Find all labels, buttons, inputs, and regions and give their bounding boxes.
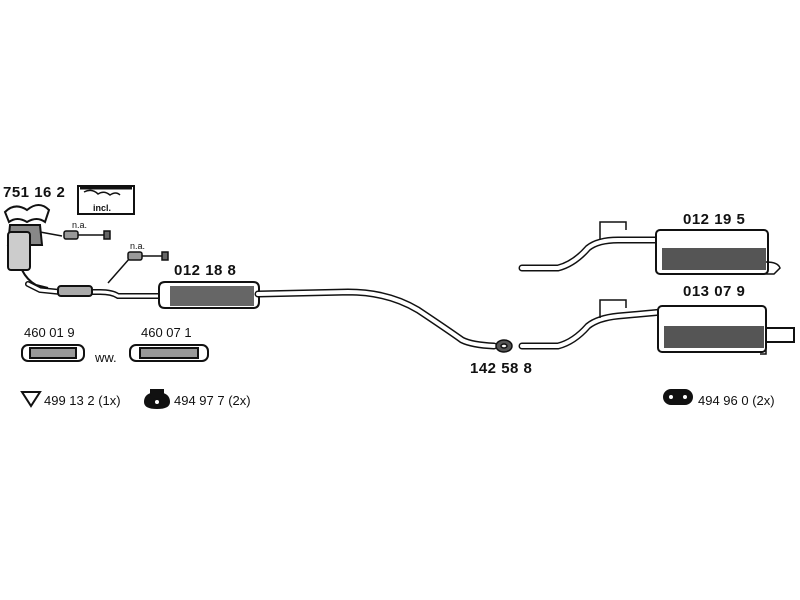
legend-gasket-label: 499 13 2 (1x): [44, 393, 121, 408]
part-number-rear-muffler-a: 012 19 5: [683, 211, 746, 228]
legend-rubber-mount-label: 494 97 7 (2x): [174, 393, 251, 408]
front-pipe-drawing: [25, 281, 171, 299]
rear-pipe-a-drawing: [518, 221, 666, 272]
gasket-icon: [20, 391, 42, 408]
flex-pipe-b-drawing: [129, 344, 209, 362]
rear-muffler-b-drawing: [657, 305, 795, 355]
rear-pipe-b-drawing: [518, 299, 666, 350]
rubber-mount-icon: [143, 389, 171, 410]
hanger-ring-icon: [663, 389, 693, 405]
ww-label: ww.: [95, 350, 117, 365]
not-available-label-2: n.a.: [130, 241, 146, 251]
oxygen-sensor-2-drawing: [107, 251, 169, 284]
oxygen-sensor-1-drawing: [39, 230, 111, 240]
flex-pipe-a-drawing: [21, 344, 85, 362]
mounting-kit-box-icon: [77, 185, 135, 215]
middle-pipe-drawing: [254, 288, 498, 350]
part-number-flex-pipe-a: 460 01 9: [24, 325, 75, 340]
not-available-label-1: n.a.: [72, 220, 88, 230]
front-muffler-drawing: [158, 281, 260, 309]
rear-muffler-a-drawing: [655, 229, 781, 275]
catalytic-converter-drawing: [3, 204, 51, 289]
part-number-catalytic-converter: 751 16 2: [3, 184, 66, 201]
clamp-drawing: [495, 339, 513, 353]
legend-hanger-ring-label: 494 96 0 (2x): [698, 393, 775, 408]
part-number-clamp: 142 58 8: [470, 360, 533, 377]
incl-label: incl.: [93, 203, 112, 213]
part-number-rear-muffler-b: 013 07 9: [683, 283, 746, 300]
part-number-flex-pipe-b: 460 07 1: [141, 325, 192, 340]
part-number-front-muffler: 012 18 8: [174, 262, 237, 279]
